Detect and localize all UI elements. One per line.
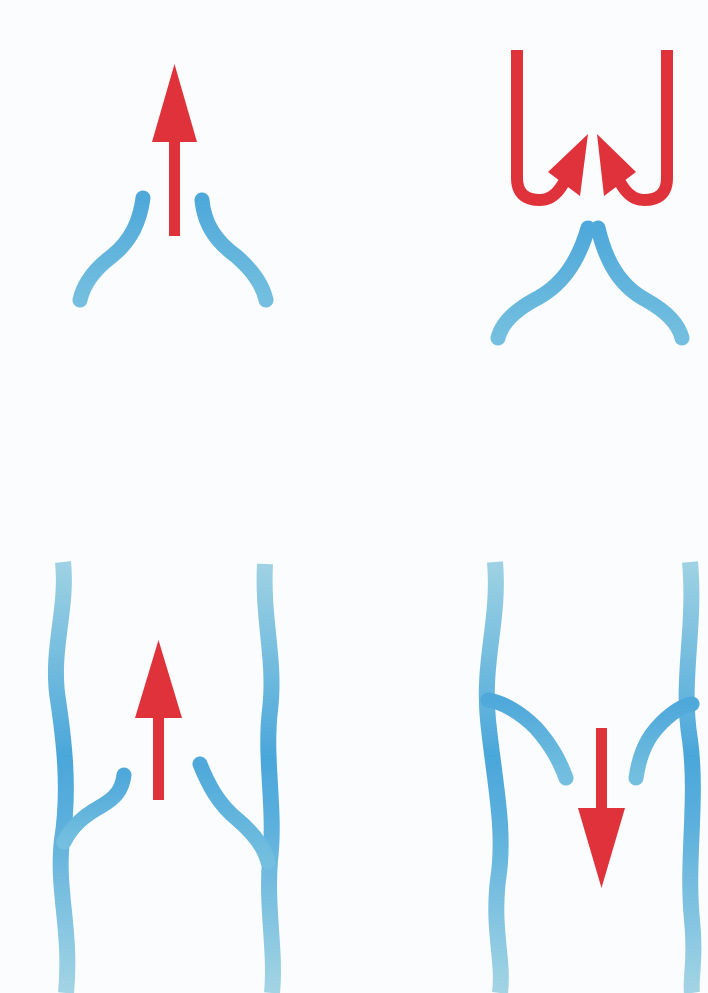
reflux-arrow-left: [517, 50, 588, 200]
vein-wall-right: [687, 562, 694, 993]
vein-wall-left: [487, 562, 501, 993]
flow-arrow-up: [152, 64, 197, 236]
panel-normal-open-valve: [77, 25, 269, 462]
valve-leaflet-left: [498, 228, 588, 338]
valve-leaflet-right: [200, 764, 268, 862]
panel-varicose-failed-valve: [487, 562, 694, 993]
vein-wall-right: [265, 564, 273, 993]
valve-leaflet-left: [80, 198, 143, 300]
panel-normal-closed-valve: [494, 25, 686, 462]
valve-leaflet-right: [598, 228, 682, 338]
panel-varicose-open-valve: [56, 562, 273, 993]
flow-arrow-up: [135, 640, 182, 800]
valve-leaflet-right: [202, 200, 266, 300]
vein-wall-left: [56, 562, 67, 993]
reflux-arrow-right: [597, 50, 667, 200]
flow-arrow-down: [578, 728, 625, 888]
